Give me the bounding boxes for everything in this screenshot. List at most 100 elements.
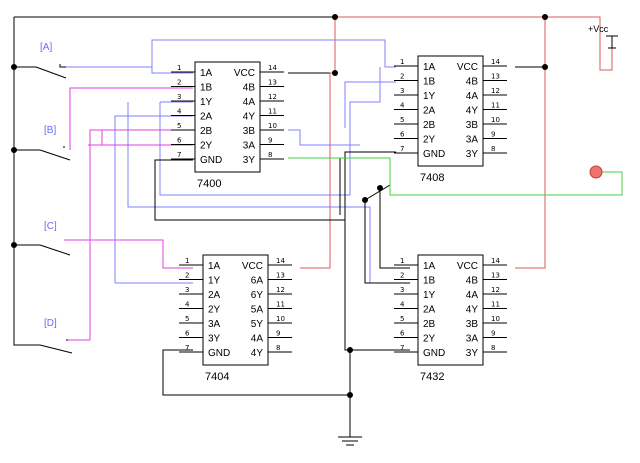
junction-dot: [542, 14, 548, 20]
pin-number: 5: [400, 315, 404, 323]
junction-dot: [542, 64, 548, 70]
pin-name: 2A: [423, 305, 436, 316]
pin-name: 2A: [200, 112, 213, 123]
pin-number: 12: [268, 93, 277, 101]
pin-name: VCC: [457, 261, 478, 272]
pin-name: 4B: [243, 83, 256, 94]
wire-7400-gnd: [154, 159, 345, 221]
pin-number: 3: [400, 286, 404, 294]
pin-name: 3B: [466, 319, 479, 330]
junction-dot: [11, 64, 17, 70]
pin-name: 1A: [200, 68, 213, 79]
chip-body: [417, 254, 484, 366]
pin-name: 3A: [243, 141, 256, 152]
pin-name: 1B: [200, 83, 213, 94]
pin-name: 3Y: [466, 149, 479, 160]
pin-name: 2B: [423, 319, 436, 330]
wire-vcc-red-top: [335, 16, 613, 71]
pin-name: 4A: [466, 91, 479, 102]
pin-number: 2: [400, 272, 404, 280]
pin-name: 3A: [466, 334, 479, 345]
pin-number: 5: [177, 122, 181, 130]
pin-number: 7: [400, 145, 404, 153]
vcc-label: +Vcc: [588, 24, 609, 34]
pin-name: 4Y: [466, 106, 479, 117]
chip-body: [194, 61, 261, 173]
pin-number: 12: [491, 286, 500, 294]
pin-number: 13: [491, 73, 500, 81]
pin-number: 1: [177, 64, 181, 72]
pin-number: 13: [268, 79, 277, 87]
chip-part-label: 7432: [420, 371, 444, 383]
switch-b-label: [B]: [44, 125, 56, 136]
junction-dot: [377, 185, 383, 191]
pin-number: 4: [177, 108, 182, 116]
pin-name: 3B: [243, 126, 256, 137]
junction-dot: [347, 392, 353, 398]
output-probe-led: [589, 165, 603, 179]
pin-number: 1: [400, 257, 404, 265]
wire-blue-7432-3y: [379, 190, 410, 269]
switch-d-label: [D]: [44, 318, 57, 329]
vcc-terminal: [606, 35, 618, 49]
switch-a-contact: [35, 64, 67, 79]
switch-a-label: [A]: [40, 42, 52, 53]
wire-d-magenta: [68, 129, 193, 341]
pin-number: 4: [400, 102, 405, 110]
pin-name: 1Y: [208, 276, 221, 287]
junction-dot: [11, 242, 17, 248]
pin-number: 8: [268, 151, 272, 159]
pin-number: 9: [491, 131, 495, 139]
pin-number: 2: [185, 272, 189, 280]
pin-number: 14: [268, 64, 277, 72]
wire-b-magenta: [69, 87, 193, 150]
pin-name: 4Y: [251, 348, 264, 359]
pin-number: 7: [185, 344, 189, 352]
pin-name: 3A: [466, 135, 479, 146]
wire-blue-7408-1b: [344, 81, 396, 128]
pin-name: 6Y: [251, 290, 264, 301]
junction-dot: [362, 197, 368, 203]
pin-number: 10: [491, 315, 500, 323]
wire-7400-vcc: [288, 17, 336, 74]
wire-black-cross: [364, 184, 391, 201]
pin-number: 10: [276, 315, 285, 323]
pin-name: 3Y: [243, 155, 256, 166]
pin-number: 10: [491, 116, 500, 124]
pin-number: 7: [177, 151, 181, 159]
pin-name: 3A: [208, 319, 221, 330]
chip-body: [202, 254, 269, 366]
wire-left-rail: [13, 17, 40, 346]
pin-name: 2Y: [208, 305, 221, 316]
wire-7404-gnd: [162, 349, 350, 396]
pin-name: 3B: [466, 120, 479, 131]
pin-number: 13: [276, 272, 285, 280]
pin-number: 14: [276, 257, 285, 265]
pin-name: GND: [423, 149, 445, 160]
pin-number: 11: [276, 301, 285, 309]
pin-name: GND: [423, 348, 445, 359]
pin-name: 2B: [423, 120, 436, 131]
pin-name: 2A: [208, 290, 221, 301]
pin-name: GND: [200, 155, 222, 166]
chip-part-label: 7408: [420, 172, 444, 184]
pin-name: 3Y: [208, 334, 221, 345]
pin-name: 1Y: [200, 97, 213, 108]
pin-number: 4: [400, 301, 405, 309]
pin-number: 8: [491, 344, 495, 352]
pin-number: 12: [491, 87, 500, 95]
pin-name: 4Y: [466, 305, 479, 316]
wire-a-blue: [66, 39, 396, 68]
pin-number: 6: [185, 330, 190, 338]
pin-name: VCC: [242, 261, 263, 272]
switch-c-label: [C]: [44, 221, 57, 232]
pin-number: 6: [400, 330, 405, 338]
pin-name: 5Y: [251, 319, 264, 330]
pin-name: 3Y: [466, 348, 479, 359]
pin-number: 3: [185, 286, 189, 294]
chip-part-label: 7400: [197, 178, 221, 190]
pin-number: 5: [185, 315, 189, 323]
